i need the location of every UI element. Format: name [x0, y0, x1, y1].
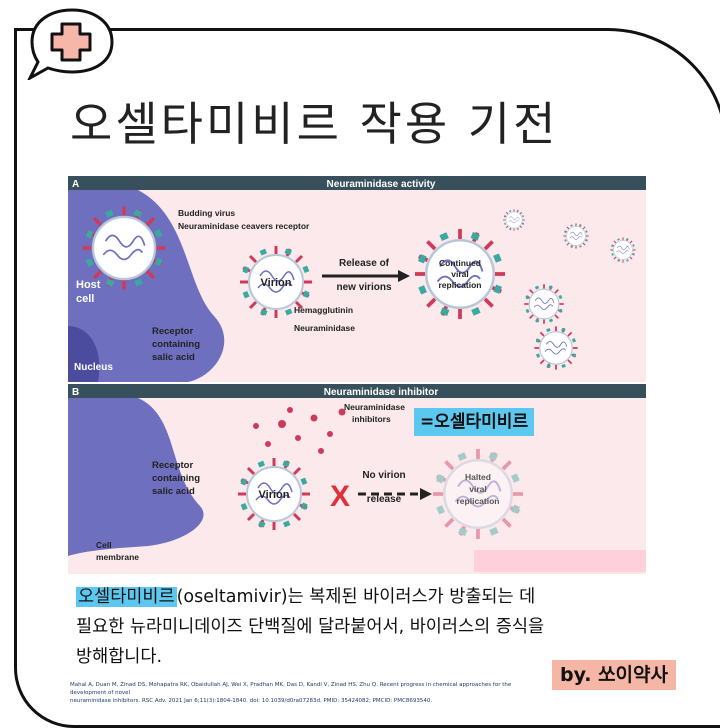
hemagglutinin-label: Hemagglutinin — [294, 305, 353, 315]
halted-virion — [431, 447, 525, 541]
caption-line-3: 방해합니다. — [76, 647, 163, 667]
virion-b-label: Virion — [259, 489, 290, 501]
small-virion-5 — [533, 325, 579, 371]
oseltamivir-callout: =오셀타미비르 — [414, 408, 535, 436]
cell-membrane-1: Cell — [96, 540, 112, 550]
nucleus-label: Nucleus — [74, 362, 113, 373]
receptor-a-1: Receptor — [152, 326, 193, 337]
pink-bar — [474, 550, 646, 572]
small-virion-4 — [609, 236, 637, 264]
panel-b-header — [68, 384, 646, 398]
continued-1: Continued — [439, 258, 481, 268]
neuraminidase-label: Neuraminidase — [294, 323, 355, 333]
panel-b-letter: B — [72, 387, 79, 398]
budding-virus — [80, 204, 168, 292]
continued-2: viral — [451, 269, 469, 279]
caption-line-2: 필요한 뉴라미니데이즈 단백질에 달라붙어서, 바이러스의 증식을 — [76, 617, 545, 637]
explanation-text: 오셀타미비르(oseltamivir)는 복제된 바이러스가 방출되는 데 필요… — [76, 582, 646, 672]
author-credit: by. 쏘이약사 — [552, 660, 676, 690]
host-label: Host — [76, 279, 101, 291]
receptor-b-2: containing — [152, 473, 200, 484]
release-label-2: new virions — [336, 282, 391, 293]
inhibitors-2: inhibitors — [352, 414, 391, 424]
reference-citation: Mahal A, Duan M, Zinad DS, Mohapatra RK,… — [70, 681, 540, 705]
halted-2: viral — [469, 484, 487, 494]
mechanism-figure: A Neuraminidase activity Host cell Nucle… — [68, 176, 646, 574]
inhibitors-1: Neuraminidase — [344, 402, 405, 412]
novirion-1: No virion — [362, 470, 405, 481]
panel-a-letter: A — [72, 179, 79, 190]
small-virion-1 — [523, 283, 565, 325]
block-cross: X — [330, 480, 350, 513]
panel-a-header — [68, 176, 646, 190]
receptor-a-3: salic acid — [152, 352, 195, 363]
receptor-b-3: salic acid — [152, 486, 195, 497]
receptor-a-2: containing — [152, 339, 200, 350]
halted-3: replication — [457, 496, 500, 506]
budding-label: Budding virus — [178, 208, 235, 218]
cell-label: cell — [76, 293, 94, 305]
cleaves-label: Neuraminidase ceavers receptor — [178, 221, 310, 231]
virion-a-label: Virion — [261, 277, 292, 289]
reference-line-1: Mahal A, Duan M, Zinad DS, Mohapatra RK,… — [70, 682, 512, 696]
panel-a-heading: Neuraminidase activity — [327, 179, 436, 190]
reference-line-2: neuraminidase inhibitors. RSC Adv. 2021 … — [70, 698, 433, 704]
panel-b-heading: Neuraminidase inhibitor — [324, 387, 439, 398]
small-virion-3 — [502, 208, 526, 232]
nucleus — [68, 326, 100, 382]
caption-line-1: (oseltamivir)는 복제된 바이러스가 방출되는 데 — [176, 587, 536, 607]
release-label-1: Release of — [339, 258, 390, 269]
plus-speech-bubble-icon — [27, 8, 114, 80]
halted-1: Halted — [465, 472, 491, 482]
page-title: 오셀타미비르 작용 기전 — [70, 97, 559, 151]
host-cell-b — [68, 398, 204, 556]
inhibitor-molecules — [253, 407, 346, 454]
receptor-b-1: Receptor — [152, 460, 193, 471]
small-virion-2 — [562, 222, 590, 250]
novirion-2: release — [367, 494, 402, 505]
continued-3: replication — [439, 280, 482, 290]
drug-name-highlight: 오셀타미비르 — [76, 587, 177, 607]
cell-membrane-2: membrane — [96, 552, 139, 562]
